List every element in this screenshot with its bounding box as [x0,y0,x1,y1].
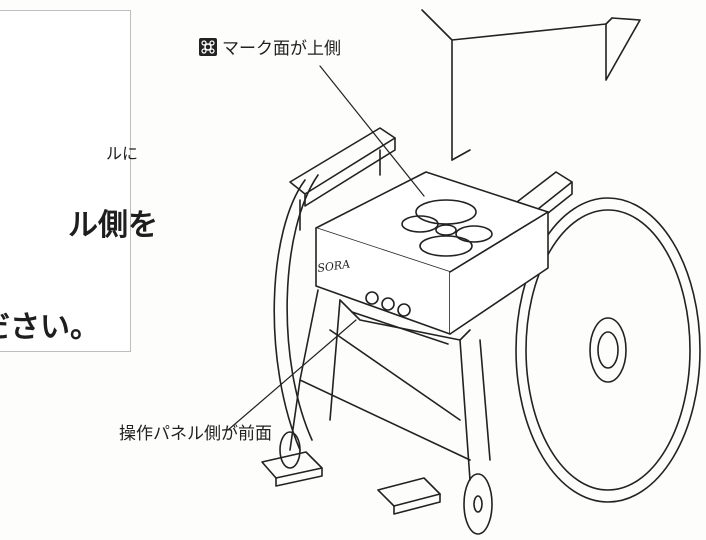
control-button-1 [365,291,379,305]
control-button-3 [397,303,411,317]
leader-line-top [319,65,425,197]
frame [289,289,491,481]
instruction-line-1: ルに [106,144,139,163]
control-button-2 [381,297,395,311]
rear-wheel-left [273,179,306,451]
footrest-left [261,451,323,479]
caster-left [279,431,301,469]
leader-line-bottom [227,319,357,431]
device-logo: SORA [317,258,351,275]
callout-bottom: 操作パネル側が前面 [119,424,272,444]
instruction-panel [0,10,131,352]
callout-top: マーク面が上側 [198,34,341,59]
backrest [421,9,641,161]
callout-top-text: マーク面が上側 [222,39,341,59]
mark-symbol-icon [199,37,217,56]
caster-right [463,473,493,535]
instruction-line-2: ル側を [68,208,158,243]
rear-wheel-right [515,197,701,503]
instruction-line-3: ださい。 [0,310,100,345]
footrest-right [377,477,441,507]
